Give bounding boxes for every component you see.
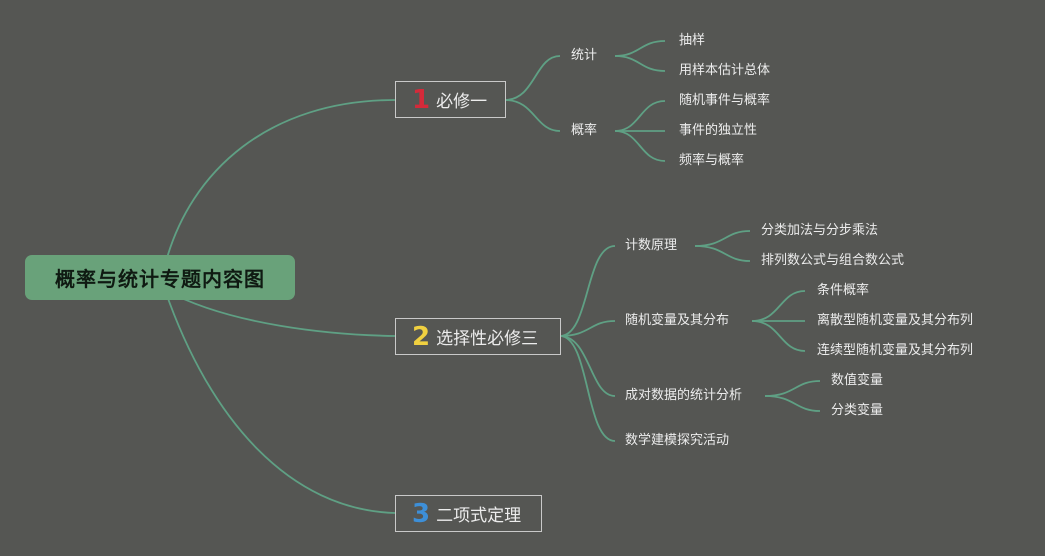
connector-root-b1: [164, 99, 396, 266]
topic-gailv[interactable]: 概率: [571, 123, 598, 138]
connector-c23-l2: [764, 395, 821, 412]
connector-c21-l1: [694, 230, 751, 247]
connector-c21-l2: [694, 245, 751, 262]
branch-2-number: 2: [412, 321, 431, 352]
leaf-fenlei-bianliang[interactable]: 分类变量: [831, 403, 884, 418]
connector-b2-c2: [559, 320, 616, 337]
topic-suiji-bianliang[interactable]: 随机变量及其分布: [625, 313, 730, 328]
connector-c22-l3: [751, 320, 806, 352]
topic-shuxue-jianmo[interactable]: 数学建模探究活动: [625, 433, 730, 448]
leaf-pinlv-gailv[interactable]: 频率与概率: [679, 153, 745, 168]
connector-b2-c4: [559, 335, 616, 442]
branch-2-label: 选择性必修三: [436, 329, 539, 349]
connector-c12-l3: [614, 130, 666, 162]
connector-b1-c1: [504, 55, 561, 101]
root-title: 概率与统计专题内容图: [55, 267, 265, 291]
branch-2-box[interactable]: 2 选择性必修三: [395, 318, 561, 355]
connector-b1-c2: [504, 99, 561, 132]
connector-c11-l1: [614, 40, 666, 57]
branch-1-number: 1: [412, 84, 431, 115]
connector-c22-l1: [751, 290, 806, 322]
root-node[interactable]: 概率与统计专题内容图: [25, 255, 295, 300]
branch-3-number: 3: [412, 498, 431, 529]
branch-3-label: 二项式定理: [436, 506, 522, 526]
branch-3-box[interactable]: 3 二项式定理: [395, 495, 542, 532]
leaf-fenlei-fenbu[interactable]: 分类加法与分步乘法: [761, 223, 879, 238]
leaf-lianxu-xing[interactable]: 连续型随机变量及其分布列: [817, 343, 974, 358]
connector-c12-l1: [614, 100, 666, 132]
connector-b2-c3: [559, 335, 616, 397]
leaf-tiaojian-gailv[interactable]: 条件概率: [817, 283, 870, 298]
branch-1-box[interactable]: 1 必修一: [395, 81, 506, 118]
leaf-yangben-guji[interactable]: 用样本估计总体: [679, 63, 771, 78]
topic-jishu-yuanli[interactable]: 计数原理: [625, 238, 678, 253]
leaf-lisan-xing[interactable]: 离散型随机变量及其分布列: [817, 313, 974, 328]
connector-c11-l2: [614, 55, 666, 72]
leaf-duli-xing[interactable]: 事件的独立性: [679, 123, 758, 138]
leaf-suiji-shijian[interactable]: 随机事件与概率: [679, 93, 771, 108]
connector-b2-c1: [559, 245, 616, 337]
topic-tongji[interactable]: 统计: [571, 48, 598, 63]
leaf-shuzhi-bianliang[interactable]: 数值变量: [831, 373, 884, 388]
branch-1-label: 必修一: [436, 92, 488, 112]
topic-chengdui-shuju[interactable]: 成对数据的统计分析: [625, 388, 743, 403]
leaf-pailie-zuhe[interactable]: 排列数公式与组合数公式: [761, 253, 905, 268]
connector-c23-l1: [764, 380, 821, 397]
connector-root-b3: [164, 289, 396, 514]
leaf-chouyang[interactable]: 抽样: [679, 33, 706, 48]
connector-root-b2: [164, 289, 396, 337]
